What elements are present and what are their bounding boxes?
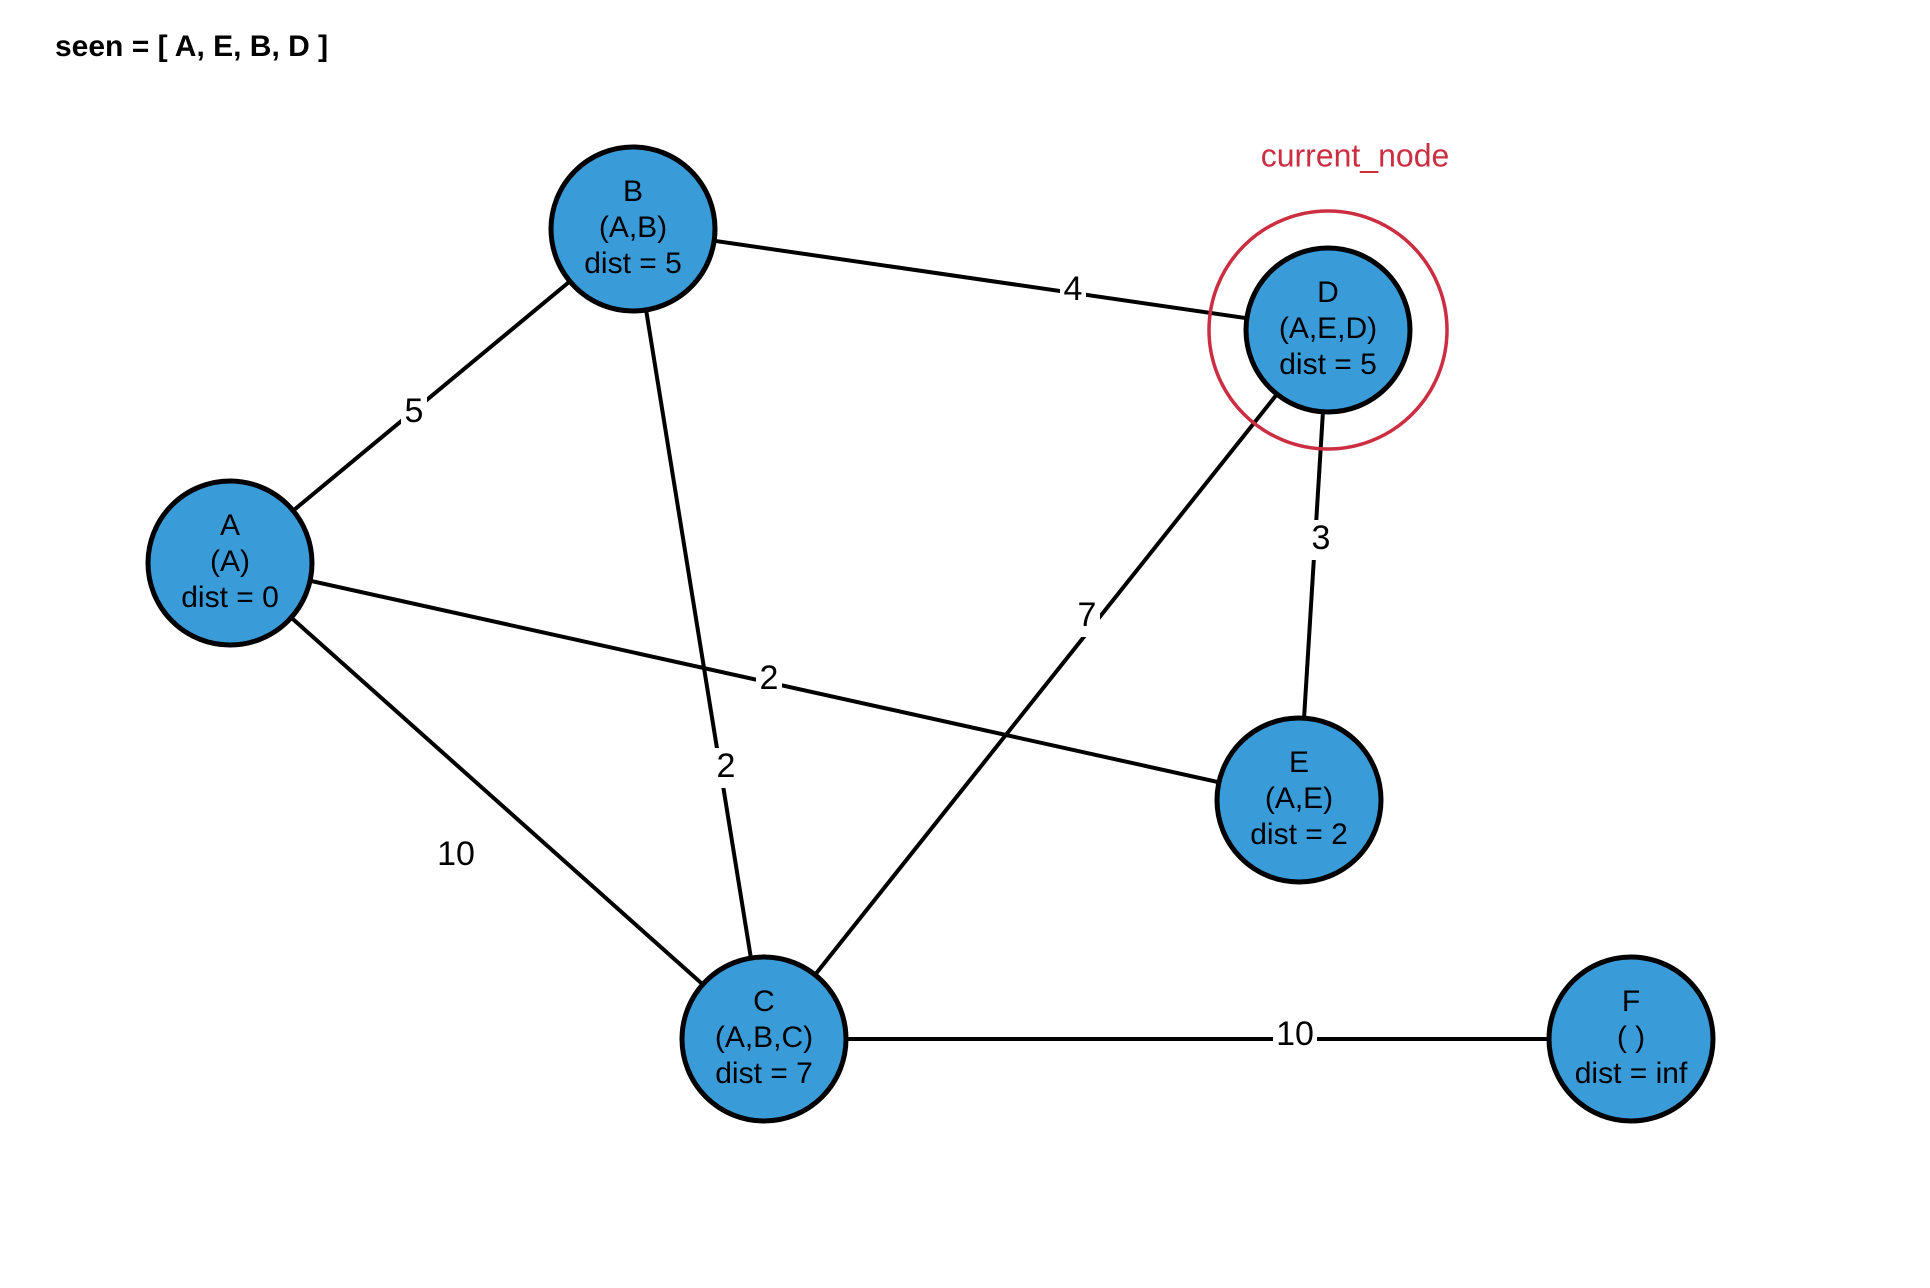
edge-labels-layer: 5 2 10 4 2 7 3 10 — [401, 270, 1334, 1056]
graph-node-f[interactable]: F ( ) dist = inf — [1546, 954, 1716, 1124]
node-circle-f[interactable] — [1546, 954, 1716, 1124]
node-dist-label-a: dist = 0 — [181, 581, 279, 614]
current-node-highlight-circle — [1207, 209, 1449, 451]
graph-edge-a-c — [228, 561, 766, 1041]
annotation-label-current-node: current_node — [1261, 137, 1450, 173]
node-dist-label-f: dist = inf — [1575, 1057, 1688, 1090]
node-circle-a[interactable] — [145, 478, 315, 648]
nodes-layer: A(A)dist = 0B(A,B)dist = 5C(A,B,C)dist =… — [145, 144, 1716, 1124]
node-circle-c[interactable] — [679, 954, 849, 1124]
annotations-layer — [1207, 209, 1449, 451]
edge-weight-backdrop-a-b — [401, 393, 427, 433]
node-path-label-a: (A) — [210, 545, 250, 578]
edge-weight-label-a-b: 5 — [405, 392, 424, 430]
edge-weight-label-d-e: 3 — [1312, 519, 1331, 557]
node-dist-label-e: dist = 2 — [1250, 818, 1348, 851]
graph-edge-c-d — [762, 328, 1330, 1041]
graph-node-c[interactable]: C(A,B,C)dist = 7 — [679, 954, 849, 1124]
node-id-label-f: F — [1622, 985, 1640, 1018]
edge-weight-backdrop-b-c — [713, 748, 739, 788]
edge-weight-backdrop-a-c — [434, 836, 478, 876]
graph-node-d[interactable]: D(A,E,D)dist = 5 — [1243, 245, 1413, 415]
edge-weight-backdrop-b-d — [1060, 271, 1086, 311]
node-id-label-a: A — [220, 509, 240, 542]
graph-edge-a-b — [228, 227, 635, 565]
graph-edge-b-d — [632, 227, 1329, 332]
node-id-label-c: C — [753, 985, 775, 1018]
node-dist-label-b: dist = 5 — [584, 247, 682, 280]
edge-weight-label-b-d: 4 — [1064, 270, 1083, 308]
edge-weight-label-c-d: 7 — [1078, 596, 1097, 634]
node-circle-e[interactable] — [1214, 715, 1384, 885]
seen-list-label: seen = [ A, E, B, D ] — [55, 30, 329, 63]
annotation-labels-layer: current_node — [1261, 137, 1450, 173]
node-id-label-d: D — [1317, 276, 1339, 309]
graph-node-b[interactable]: B(A,B)dist = 5 — [548, 144, 718, 314]
node-path-label-d: (A,E,D) — [1279, 312, 1377, 345]
edge-weight-backdrop-c-d — [1074, 597, 1100, 637]
graph-edge-b-c — [631, 228, 766, 1040]
edge-weight-label-a-e: 2 — [760, 659, 779, 697]
node-path-label-e: (A,E) — [1265, 782, 1333, 815]
edge-weight-label-b-c: 2 — [717, 747, 736, 785]
edge-weight-label-c-f: 10 — [1276, 1015, 1314, 1053]
node-path-label-b: (A,B) — [599, 211, 667, 244]
graph-node-e[interactable]: E(A,E)dist = 2 — [1214, 715, 1384, 885]
edge-weight-backdrop-d-e — [1308, 520, 1334, 560]
edge-weight-backdrop-a-e — [756, 660, 782, 700]
edges-layer — [228, 227, 1631, 1041]
node-path-label-f: ( ) — [1617, 1021, 1645, 1054]
node-circle-d[interactable] — [1243, 245, 1413, 415]
node-id-label-b: B — [623, 175, 643, 208]
edge-weight-backdrop-c-f — [1273, 1016, 1317, 1056]
graph-node-a[interactable]: A(A)dist = 0 — [145, 478, 315, 648]
edge-weight-label-a-c: 10 — [437, 835, 475, 873]
node-dist-label-c: dist = 7 — [715, 1057, 813, 1090]
node-path-label-c: (A,B,C) — [715, 1021, 813, 1054]
node-id-label-e: E — [1289, 746, 1309, 779]
node-dist-label-d: dist = 5 — [1279, 348, 1377, 381]
node-circle-b[interactable] — [548, 144, 718, 314]
